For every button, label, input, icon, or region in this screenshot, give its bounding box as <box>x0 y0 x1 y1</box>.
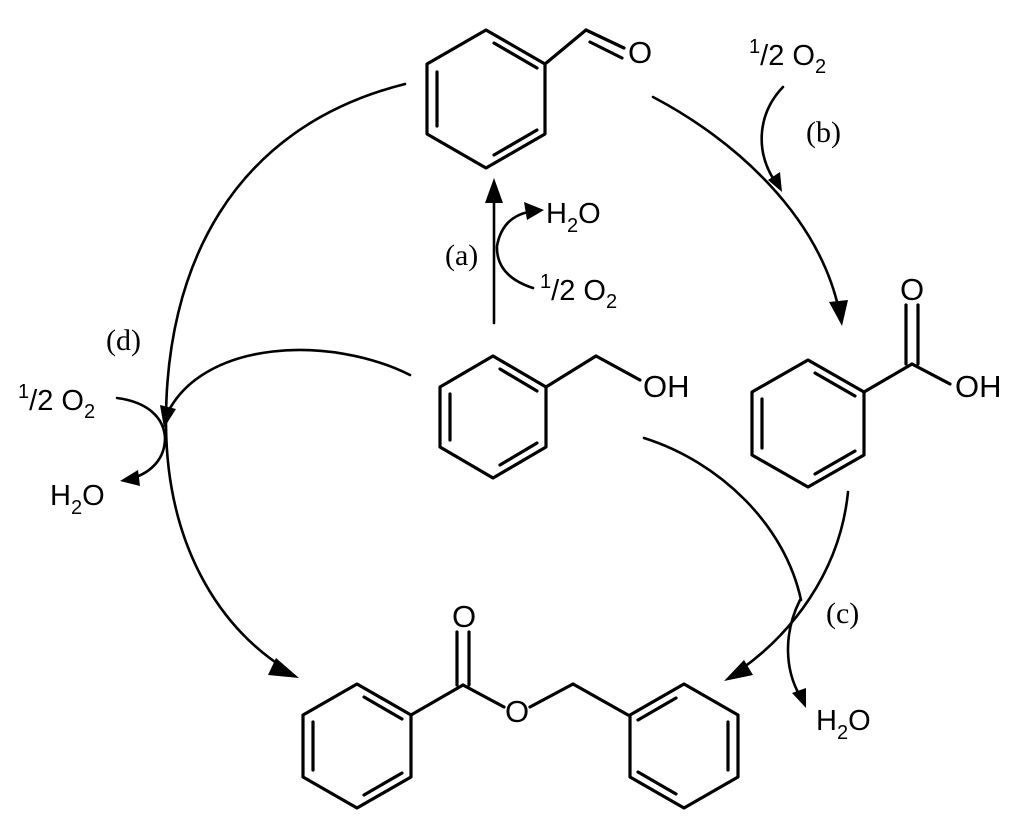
arrow-c <box>642 436 850 708</box>
benzoic-acid-molecule: O OH <box>750 272 1002 489</box>
acid-carbonyl-oxygen-label: O <box>900 272 924 307</box>
reagent-b-oxygen: 1/2 O2 <box>749 36 826 78</box>
reagent-a-water: H2O <box>546 198 601 237</box>
alcohol-hydroxyl-label: OH <box>643 369 690 404</box>
reagent-d-oxygen: 1/2 O2 <box>18 381 95 423</box>
reagent-d-water: H2O <box>50 480 105 519</box>
arrow-d <box>115 82 412 678</box>
reagent-c-water: H2O <box>816 705 871 744</box>
step-label-b: (b) <box>806 116 841 149</box>
benzyl-benzoate-molecule: O O <box>301 599 740 810</box>
benzyl-alcohol-molecule: OH <box>438 354 690 480</box>
ester-carbonyl-oxygen-label: O <box>452 599 476 634</box>
aldehyde-oxygen-label: O <box>628 35 652 70</box>
step-label-d: (d) <box>106 324 141 357</box>
step-label-c: (c) <box>826 597 859 630</box>
acid-hydroxyl-label: OH <box>955 369 1002 404</box>
ester-oxygen-label: O <box>505 694 529 729</box>
arrow-b <box>651 85 848 326</box>
step-label-a: (a) <box>445 239 478 272</box>
arrow-a <box>485 178 544 325</box>
reagent-a-oxygen: 1/2 O2 <box>540 271 617 313</box>
benzaldehyde-molecule: O <box>425 28 652 170</box>
